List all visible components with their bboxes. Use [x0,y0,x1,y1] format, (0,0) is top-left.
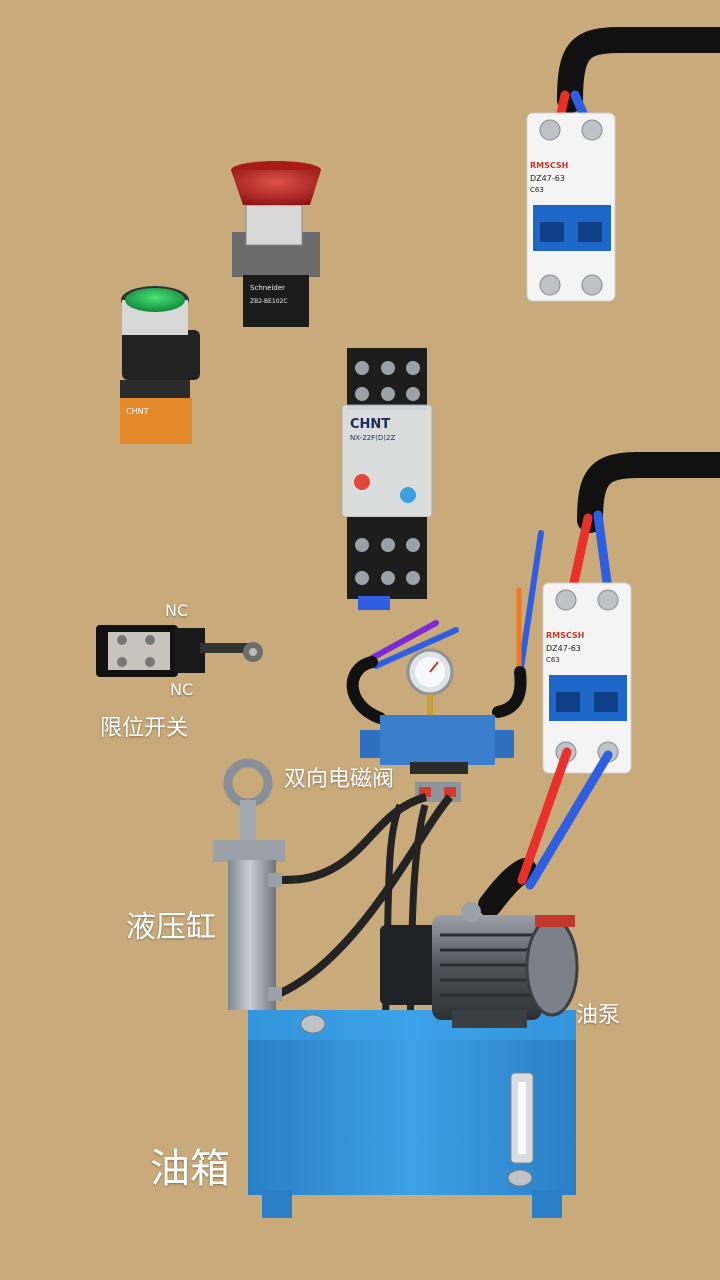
solenoid-valve-label: 双向电磁阀 [284,767,395,792]
svg-text:CHNT: CHNT [126,407,149,416]
limit-switch-label: 限位开关 [100,716,189,741]
svg-text:Schneider: Schneider [250,284,285,292]
intermediate-relay: CHNT NX-22F(D)2Z [341,348,433,610]
control-wires [369,530,544,673]
svg-text:C63: C63 [546,656,560,664]
oil-pump-label: 油泵 [576,1003,621,1028]
svg-text:C63: C63 [530,186,544,194]
circuit-breaker-bottom: RMSCSH DZ47-63 C63 [542,582,632,774]
solenoid-valve [346,648,527,802]
svg-text:RMSCSH: RMSCSH [546,631,584,640]
nc-top-label: NC [165,601,189,620]
svg-text:CHNT: CHNT [350,417,390,432]
oil-tank [248,1010,576,1218]
emergency-stop-button: Schneider ZB2-BE102C [231,161,321,327]
svg-text:RMSCSH: RMSCSH [530,161,568,170]
svg-text:DZ47-63: DZ47-63 [546,644,581,653]
oil-tank-label: 油箱 [150,1146,230,1192]
circuit-breaker-top: RMSCSH DZ47-63 C63 [526,112,616,302]
motor-cable [478,747,613,917]
hydraulic-cylinder-label: 液压缸 [126,910,216,945]
limit-switch [96,625,263,677]
hydraulic-cylinder [213,758,285,1010]
svg-text:NX-22F(D)2Z: NX-22F(D)2Z [350,434,395,442]
green-push-button: CHNT [120,286,200,444]
oil-pump-motor [380,902,579,1028]
svg-text:ZB2-BE102C: ZB2-BE102C [250,298,288,305]
nc-bottom-label: NC [170,680,194,699]
svg-text:DZ47-63: DZ47-63 [530,174,565,183]
